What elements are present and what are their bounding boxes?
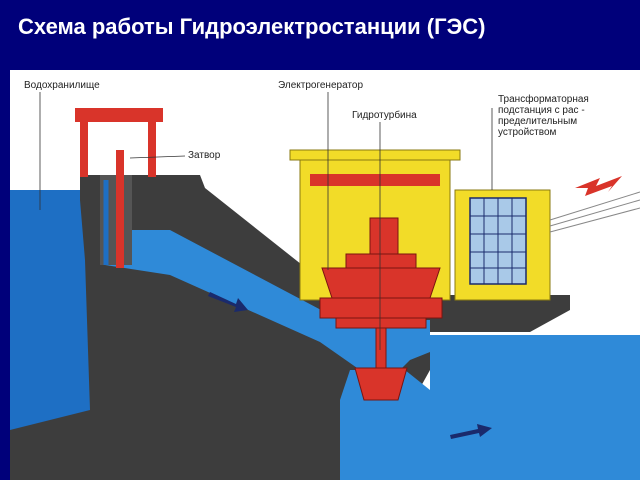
lightning-icon	[575, 176, 622, 196]
draft-tube	[340, 370, 640, 480]
gate-crane-leg-right	[148, 122, 156, 177]
penstock	[105, 230, 430, 380]
gate-blade	[116, 150, 124, 268]
power-lines	[549, 191, 640, 233]
label-turbine: Гидротурбина	[352, 110, 417, 121]
turbine-runner	[354, 327, 408, 401]
label-reservoir: Водохранилище	[24, 80, 100, 91]
label-transformer-3: пределительным	[498, 116, 578, 127]
label-transformer-2: подстанция с рас -	[498, 105, 585, 116]
gate-crane-beam	[75, 108, 163, 122]
transformer-window	[469, 197, 527, 285]
hydro-plant-diagram: Водохранилище Затвор Электрогенератор Ги…	[10, 70, 640, 480]
label-gate: Затвор	[188, 150, 221, 161]
powerhouse-crane	[310, 174, 440, 186]
powerhouse-roof	[289, 149, 461, 161]
generator-assembly	[319, 217, 443, 329]
flow-arrow-outlet	[450, 424, 492, 439]
label-generator: Электрогенератор	[278, 80, 364, 91]
diagram-canvas	[10, 92, 640, 480]
leader-lines	[39, 92, 493, 350]
label-transformer-1: Трансформаторная	[498, 94, 589, 105]
gate-crane-leg-left	[80, 122, 88, 177]
flow-arrow-penstock	[208, 292, 248, 312]
label-transformer-4: устройством	[498, 127, 557, 138]
page-title: Схема работы Гидроэлектростанции (ГЭС)	[18, 14, 486, 39]
